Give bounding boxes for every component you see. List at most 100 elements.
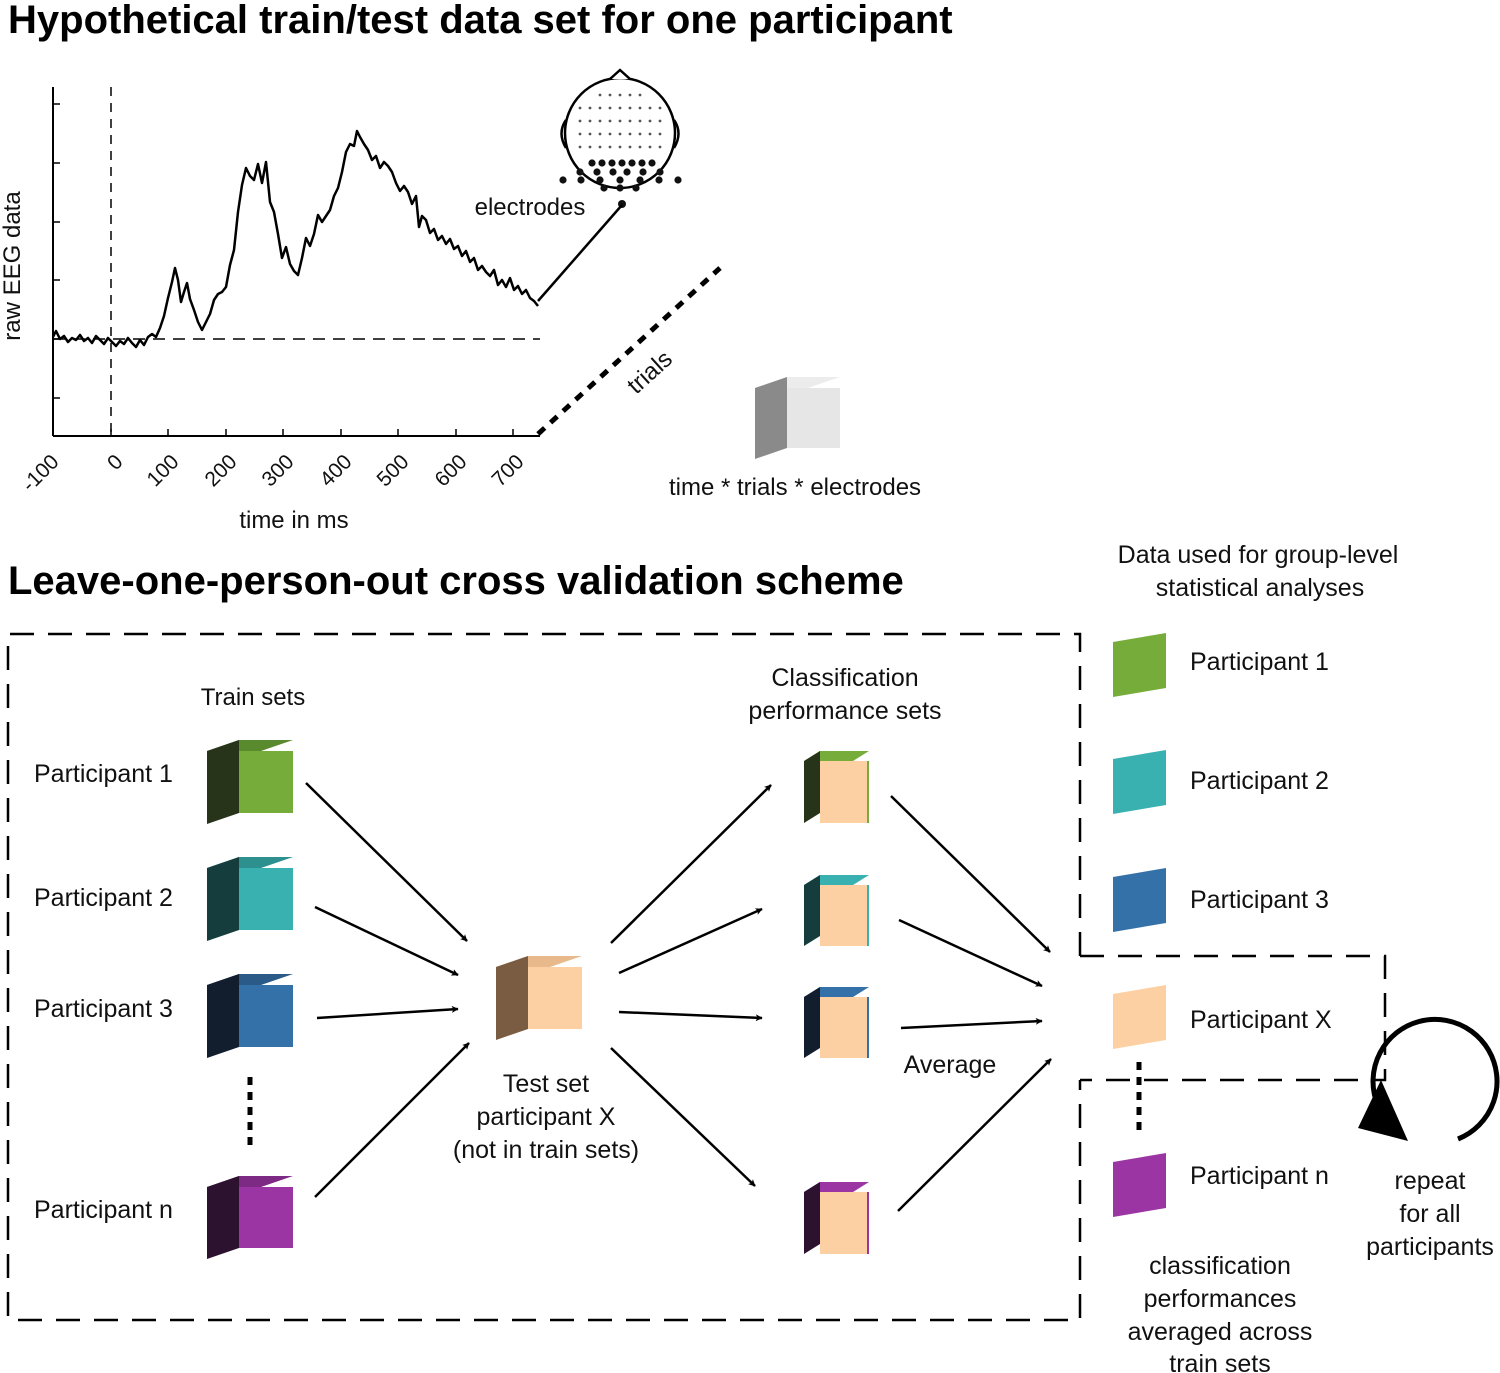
electrode-dot [618,93,622,97]
classification-label: Classification [771,664,918,692]
train-cube-participant-n [207,1176,293,1259]
electrode-dot [608,119,612,123]
y-ticks [53,103,60,399]
electrode-dot [608,159,616,167]
repeat-note: participants [1366,1233,1494,1261]
train-participant-label: Participant n [34,1196,173,1224]
electrode-dot [616,176,624,184]
electrode-dot [588,132,592,136]
section1-title: Hypothetical train/test data set for one… [8,0,953,42]
classification-cube-participant-1 [804,751,869,823]
cross-validation-frame [6,632,1082,1322]
electrode-dot [598,93,602,97]
electrode-dot [600,184,608,192]
electrode-dot [578,106,582,110]
electrode-dot [628,106,632,110]
group-item-label: Participant 1 [1190,648,1329,676]
electrode-dot [636,176,644,184]
electrode-dot [648,159,656,167]
electrode-dot [608,106,612,110]
x-tick-label: 600 [430,450,471,491]
electrode-dot [638,132,642,136]
electrode-dot [674,176,682,184]
electrode-dot [658,145,662,149]
x-tick-label: 200 [200,450,241,491]
electrode-dot [656,168,664,176]
electrode-dot [628,159,636,167]
y-axis-label: raw EEG data [0,191,26,341]
electrode-dot [638,119,642,123]
averaged-note: averaged across [1128,1318,1313,1346]
electrode-dot [648,145,652,149]
electrode-dot [658,132,662,136]
x-tick-label: 700 [487,450,528,491]
electrode-dot [648,132,652,136]
electrode-dot [609,168,617,176]
electrode-dot [576,168,584,176]
electrode-dot [618,106,622,110]
group-square-participant-1 [1113,633,1166,697]
averaged-note: train sets [1169,1350,1270,1373]
electrode-dot [598,119,602,123]
electrodes-label: electrodes [475,194,586,221]
train-participant-label: Participant 3 [34,995,173,1023]
electrode-dot [655,176,663,184]
data-cube [755,377,840,459]
electrode-dot [559,176,567,184]
electrode-dot [588,119,592,123]
electrode-dot [632,184,640,192]
group-square-participant-3 [1113,868,1166,932]
x-tick-label: 0 [103,450,128,475]
group-item-label: Participant n [1190,1162,1329,1190]
electrode-dot [638,106,642,110]
electrode-dot [578,132,582,136]
group-level-title: Data used for group-level [1118,541,1399,569]
electrode-dot [618,119,622,123]
test-to-classification-arrows [610,784,772,1187]
electrode-dot [598,132,602,136]
electrode-dot [593,168,601,176]
x-tick-label: 300 [257,450,298,491]
electrode-dot [618,145,622,149]
electrode-dot [628,132,632,136]
electrode-connector [537,204,623,302]
electrode-dot [608,145,612,149]
electrode-dot [618,132,622,136]
electrode-dot [616,184,624,192]
electrode-dot [648,106,652,110]
electrode-dot [578,119,582,123]
head-electrode-map [559,68,682,208]
x-tick-label: 100 [142,450,183,491]
electrode-dot [628,93,632,97]
classification-label: performance sets [748,697,941,725]
cube-dimensions-label: time * trials * electrodes [669,474,921,501]
train-to-test-arrows [305,782,470,1198]
trials-label: trials [622,345,678,399]
electrode-dot [596,176,604,184]
electrode-dot [648,119,652,123]
electrode-dot [598,159,606,167]
test-set-label: (not in train sets) [453,1136,639,1164]
electrode-dot [638,93,642,97]
train-sets-label: Train sets [201,684,305,711]
train-cube-participant-3 [207,974,293,1058]
train-cube-participant-2 [207,857,293,941]
electrode-dot [598,145,602,149]
train-participant-label: Participant 1 [34,760,173,788]
group-item-label: Participant 2 [1190,767,1329,795]
left-ear [560,119,568,149]
x-tick-label: 500 [372,450,413,491]
repeat-note: for all [1399,1200,1460,1228]
participant-x-frame [1080,954,1387,1082]
test-set-cube [496,956,582,1040]
section2-title: Leave-one-person-out cross validation sc… [8,559,904,603]
group-square-participant-2 [1113,750,1166,814]
repeat-loop-icon [1370,1016,1500,1142]
x-ticks [52,429,514,436]
x-tick-label: -100 [18,450,64,496]
group-item-label: Participant 3 [1190,886,1329,914]
repeat-note: repeat [1395,1167,1466,1195]
electrode-dot [658,119,662,123]
right-ear [672,119,680,149]
